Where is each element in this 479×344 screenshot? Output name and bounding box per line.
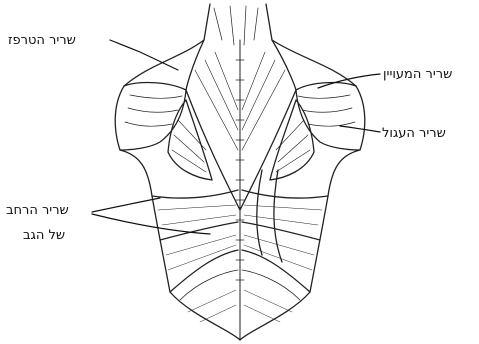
label-teres: שריר העגול: [382, 126, 446, 141]
leader-teres: [340, 126, 380, 132]
right-scapula: [270, 100, 314, 180]
label-latissimus-line1: שריר הרחב: [6, 203, 69, 218]
trapezius-shape: [186, 40, 296, 210]
latissimus-left: [152, 190, 238, 292]
latissimus-right: [242, 190, 328, 292]
label-trapezius: שריר הטרפז: [8, 33, 76, 48]
leader-latissimus-a: [92, 198, 160, 212]
scapula-blade: [257, 170, 282, 262]
left-scapula: [168, 100, 212, 180]
leader-latissimus-b: [92, 214, 210, 234]
label-latissimus-line2: של הגב: [23, 228, 65, 243]
label-infraspinatus: שריר המעויין: [383, 67, 452, 82]
leader-trapezius: [110, 40, 178, 70]
